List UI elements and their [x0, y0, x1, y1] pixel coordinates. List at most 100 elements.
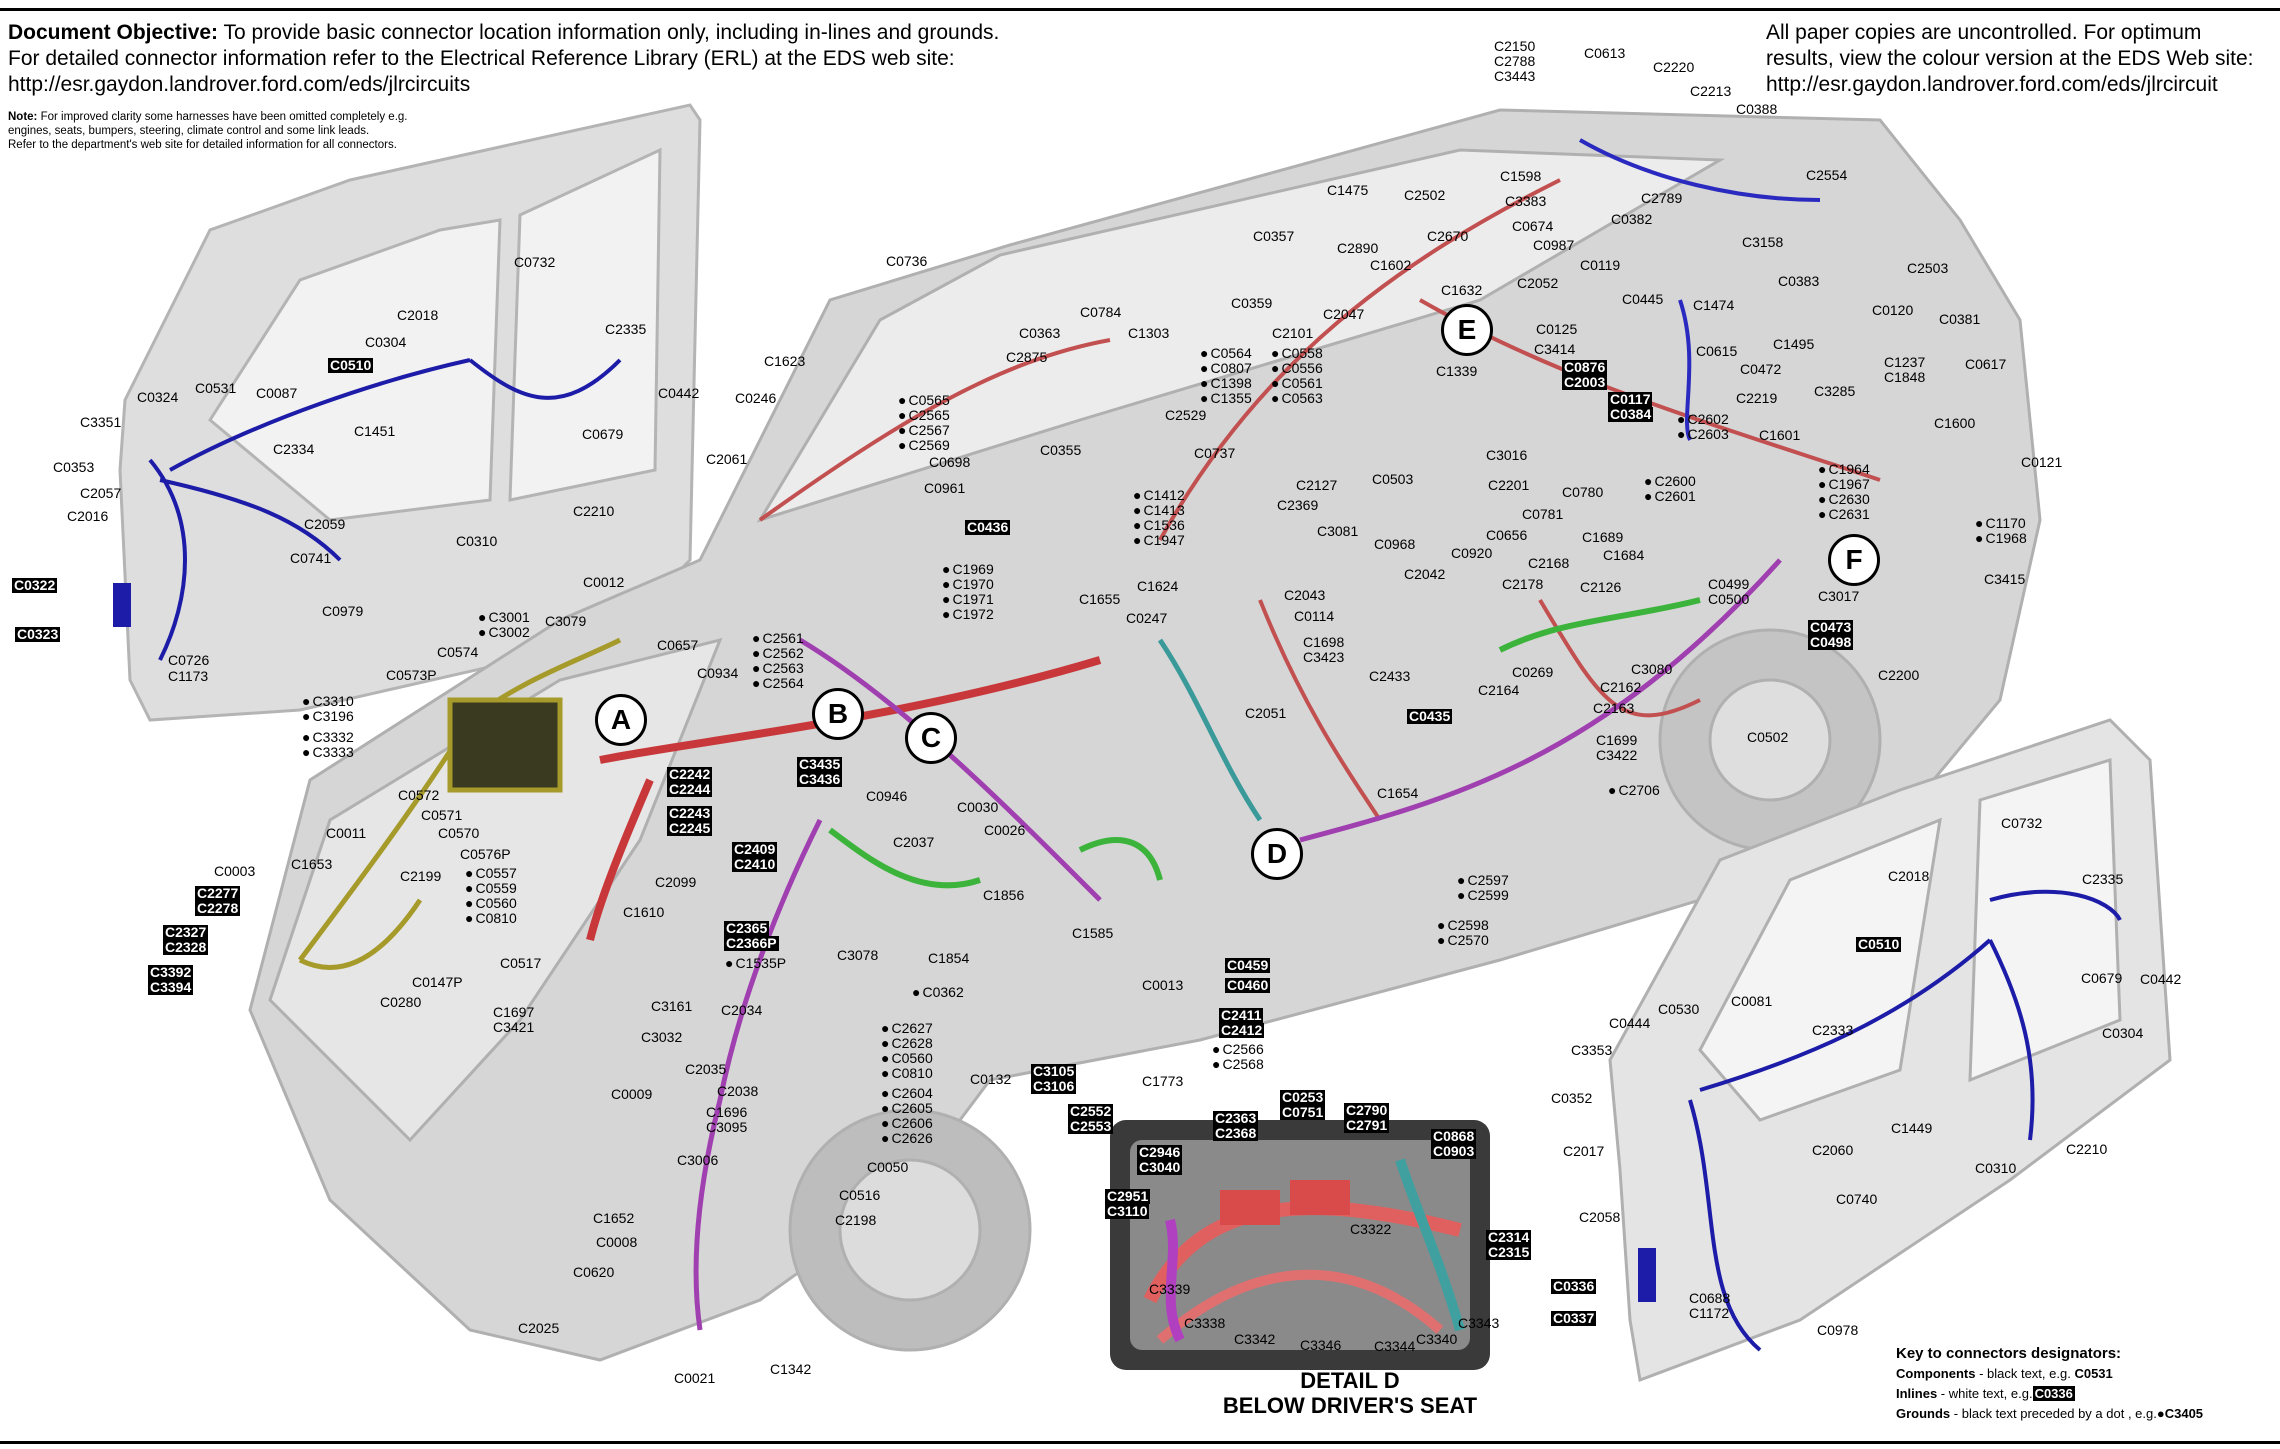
component-connector-label: C1585	[1072, 925, 1114, 941]
ground-connector-label: C0558	[1271, 346, 1322, 361]
ground-connector-label: C0563	[1271, 391, 1322, 406]
inline-connector-label: C2244	[667, 781, 713, 797]
component-connector-label: C0531	[195, 380, 237, 396]
ground-connector-label: C3002	[478, 625, 529, 640]
component-connector-label: C0382	[1611, 211, 1653, 227]
component-connector-label: C0026	[984, 822, 1026, 838]
component-connector-label: C0120	[1872, 302, 1914, 318]
legend-key: Key to connectors designators: Component…	[1896, 1344, 2203, 1424]
component-connector-label: C1474	[1693, 297, 1735, 313]
bottom-rule	[0, 1441, 2280, 1444]
component-connector-label: C2178	[1502, 576, 1544, 592]
component-connector-label: C0445	[1622, 291, 1664, 307]
component-connector-label: C3158	[1742, 234, 1784, 250]
component-connector-label: C0087	[256, 385, 298, 401]
ground-connector-label: C1412	[1133, 488, 1184, 503]
component-connector-label: C0679	[2081, 970, 2123, 986]
ground-connector-label: C2630	[1818, 492, 1869, 507]
right-door	[1608, 718, 2172, 1383]
ground-connector-label: C1968	[1975, 531, 2026, 546]
inline-connector-label: C0436	[965, 519, 1011, 535]
component-connector-label: C2058	[1579, 1209, 1621, 1225]
component-connector-label: C1602	[1370, 257, 1412, 273]
component-connector-label: C3443	[1494, 68, 1536, 84]
component-connector-label: C0030	[957, 799, 999, 815]
ground-connector-label: C1536	[1133, 518, 1184, 533]
component-connector-label: C0310	[456, 533, 498, 549]
ground-connector-label: C3001	[478, 610, 529, 625]
ground-connector-label: C2631	[1818, 507, 1869, 522]
ground-connector-label: C2598	[1437, 918, 1488, 933]
component-connector-label: C0726	[168, 652, 210, 668]
component-connector-label: C2127	[1296, 477, 1338, 493]
ground-connector-label: C2567	[898, 423, 949, 438]
component-connector-label: C0304	[2102, 1025, 2144, 1041]
ground-connector-label: C2597	[1457, 873, 1508, 888]
component-connector-label: C2789	[1641, 190, 1683, 206]
component-connector-label: C3353	[1571, 1042, 1613, 1058]
ground-connector-label: C2605	[881, 1101, 932, 1116]
ground-connector-label: C2601	[1644, 489, 1695, 504]
component-connector-label: C0304	[365, 334, 407, 350]
component-connector-label: C0381	[1939, 311, 1981, 327]
component-connector-label: C2042	[1404, 566, 1446, 582]
component-connector-label: C1339	[1436, 363, 1478, 379]
ground-connector-label: C0556	[1271, 361, 1322, 376]
key-inlines: Inlines	[1896, 1386, 1938, 1401]
inline-connector-label: C0253	[1280, 1089, 1326, 1105]
inline-connector-label: C0903	[1431, 1143, 1477, 1159]
component-connector-label: C0741	[290, 550, 332, 566]
inline-connector-label: C2951	[1105, 1188, 1151, 1204]
key-grounds: Grounds	[1896, 1406, 1951, 1421]
ground-connector-label: C1969	[942, 562, 993, 577]
key-components: Components	[1896, 1366, 1976, 1381]
ground-connector-label: C0560	[881, 1051, 932, 1066]
component-connector-label: C2059	[304, 516, 346, 532]
ground-connector-label: C2561	[752, 631, 803, 646]
component-connector-label: C2061	[706, 451, 748, 467]
note: Note: For improved clarity some harnesse…	[8, 110, 428, 152]
component-connector-label: C0246	[735, 390, 777, 406]
component-connector-label: C2200	[1878, 667, 1920, 683]
component-connector-label: C0920	[1451, 545, 1493, 561]
inline-connector-label: C2277	[195, 885, 241, 901]
inline-connector-label: C0460	[1225, 977, 1271, 993]
component-connector-label: C2101	[1272, 325, 1314, 341]
key-inlines-example: C0336	[2032, 1386, 2075, 1401]
component-connector-label: C0657	[657, 637, 699, 653]
component-connector-label: C0698	[929, 454, 971, 470]
inline-connector-label: C3394	[148, 979, 194, 995]
component-connector-label: C0946	[866, 788, 908, 804]
component-connector-label: C0012	[583, 574, 625, 590]
component-connector-label: C3422	[1596, 747, 1638, 763]
component-connector-label: C2670	[1427, 228, 1469, 244]
component-connector-label: C3344	[1374, 1338, 1416, 1354]
component-connector-label: C3343	[1458, 1315, 1500, 1331]
component-connector-label: C3081	[1317, 523, 1359, 539]
notice-line2: results, view the colour version at the …	[1766, 47, 2254, 70]
component-connector-label: C2433	[1369, 668, 1411, 684]
ground-connector-label: C0561	[1271, 376, 1322, 391]
component-connector-label: C2369	[1277, 497, 1319, 513]
component-connector-label: C1598	[1500, 168, 1542, 184]
component-connector-label: C0570	[438, 825, 480, 841]
component-connector-label: C2210	[2066, 1141, 2108, 1157]
component-connector-label: C1653	[291, 856, 333, 872]
ground-connector-label: C2602	[1677, 412, 1728, 427]
component-connector-label: C0961	[924, 480, 966, 496]
bubble-d: D	[1251, 828, 1303, 880]
inline-connector-label: C0384	[1608, 406, 1654, 422]
component-connector-label: C1854	[928, 950, 970, 966]
inline-connector-label: C2327	[163, 924, 209, 940]
component-connector-label: C2060	[1812, 1142, 1854, 1158]
component-connector-label: C0363	[1019, 325, 1061, 341]
component-connector-label: C1495	[1773, 336, 1815, 352]
component-connector-label: C1173	[168, 668, 209, 684]
component-connector-label: C0353	[53, 459, 95, 475]
inline-connector-label: C3105	[1031, 1063, 1077, 1079]
inline-connector-label: C2368	[1213, 1125, 1259, 1141]
component-connector-label: C3078	[837, 947, 879, 963]
component-connector-label: C0021	[674, 1370, 716, 1386]
component-connector-label: C0732	[2001, 815, 2043, 831]
